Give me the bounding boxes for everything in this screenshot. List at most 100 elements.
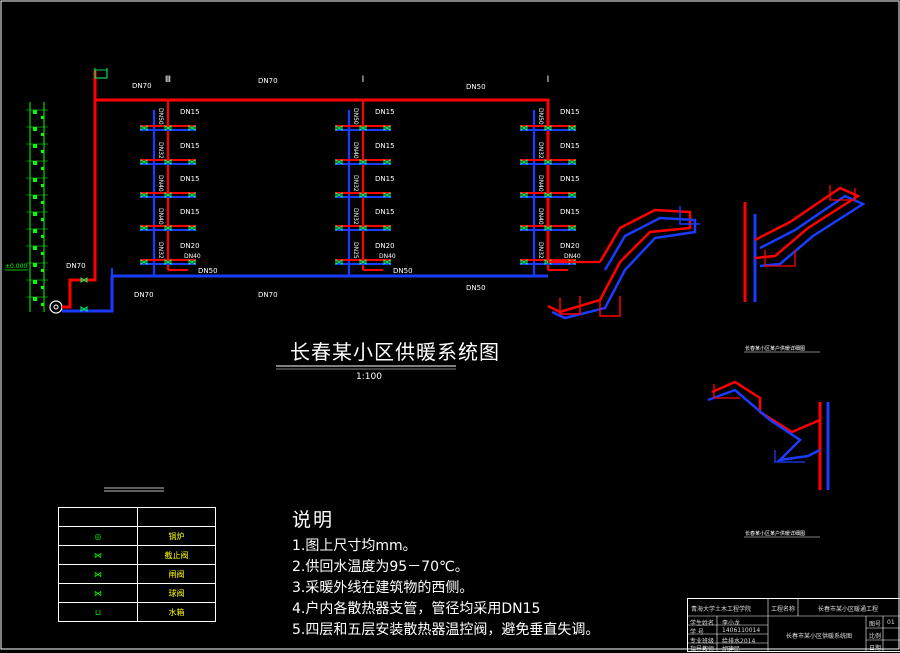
boiler-icon: ◎ bbox=[94, 531, 102, 541]
note-line: 4.户内各散热器支管，管径均采用DN15 bbox=[292, 601, 541, 617]
branch-size-label: DN15 bbox=[560, 175, 580, 183]
dimension-tick bbox=[33, 229, 37, 233]
branch-size-label: DN15 bbox=[560, 208, 580, 216]
tb-row-value: 给排水2014 bbox=[722, 638, 756, 645]
branch-valve-icon bbox=[520, 125, 528, 131]
branch-valve-icon bbox=[520, 259, 528, 265]
branch-valve-icon bbox=[520, 159, 528, 165]
riser-valve-icon bbox=[359, 125, 367, 131]
legend-label: 锅炉 bbox=[137, 526, 216, 546]
note-line: 2.供回水温度为95－70℃。 bbox=[292, 559, 469, 575]
legend-header-symbol bbox=[58, 507, 138, 527]
dimension-tick bbox=[41, 133, 44, 136]
return-pipe-label: DN50 bbox=[198, 267, 218, 275]
riser-size-label: DN32 bbox=[537, 242, 544, 259]
iso-radiator bbox=[599, 296, 621, 317]
detail-title: 长春某小区某户供暖详细图 bbox=[745, 345, 805, 352]
branch-valve-icon bbox=[568, 159, 576, 165]
return-pipe-label: DN50 bbox=[393, 267, 413, 275]
dimension-tick bbox=[41, 167, 44, 170]
return-pipe-label: DN70 bbox=[258, 291, 278, 299]
dimension-tick bbox=[41, 116, 44, 119]
riser-size-label: DN50 bbox=[352, 108, 359, 125]
riser-size-label: DN50 bbox=[157, 108, 164, 125]
gate-valve-icon: ⋈ bbox=[94, 569, 102, 579]
branch-valve-icon bbox=[383, 125, 391, 131]
legend-row: ◎ 锅炉 bbox=[58, 526, 216, 546]
dimension-tick bbox=[41, 269, 44, 272]
dimension-tick bbox=[33, 178, 37, 182]
riser-number-label: Ⅰ bbox=[547, 75, 550, 85]
branch-size-label: DN15 bbox=[180, 142, 200, 150]
notes-section: 说明 1.图上尺寸均mm。 2.供回水温度为95－70℃。 3.采暖外线在建筑物… bbox=[292, 505, 599, 641]
tb-row-label: 学生姓名 bbox=[690, 620, 715, 627]
detail3-return bbox=[707, 388, 821, 462]
tb-field-value: 01 bbox=[887, 619, 895, 626]
tb-drawing-name: 长春市某小区供暖系统图 bbox=[786, 633, 853, 640]
branch-valve-icon bbox=[188, 192, 196, 198]
iso-detail-return bbox=[551, 216, 697, 320]
dimension-tick bbox=[33, 212, 37, 216]
branch-size-label: DN20 bbox=[375, 242, 395, 250]
iso-radiator bbox=[679, 206, 700, 225]
branch-valve-icon bbox=[568, 192, 576, 198]
riser-bottom-size: DN40 bbox=[184, 253, 201, 260]
water-tank-icon bbox=[94, 68, 108, 79]
riser-size-label: DN32 bbox=[537, 142, 544, 159]
detail3-radiator bbox=[774, 450, 805, 463]
riser-size-label: DN32 bbox=[157, 242, 164, 259]
riser-valve-icon bbox=[359, 259, 367, 265]
diagram-scale: 1:100 bbox=[356, 372, 382, 382]
riser-size-label: DN40 bbox=[352, 142, 359, 159]
note-line: 1.图上尺寸均mm。 bbox=[292, 538, 417, 554]
tb-row-label: 专业班级 bbox=[690, 638, 715, 645]
tb-row-label: 学 号 bbox=[690, 629, 704, 636]
riser-size-label: DN32 bbox=[352, 208, 359, 225]
inlet-valve-icon bbox=[80, 277, 88, 283]
riser-number-label: Ⅰ bbox=[362, 75, 365, 85]
detail-title: 长春某小区某户供暖详细图 bbox=[745, 530, 805, 537]
branch-valve-icon bbox=[568, 125, 576, 131]
legend-label: 闸阀 bbox=[137, 564, 216, 584]
notes-heading: 说明 bbox=[292, 509, 335, 531]
legend-table: ◎锅炉 ⋈截止阀 ⋈闸阀 ⋈球阀 ⊔水箱 bbox=[58, 507, 216, 622]
branch-valve-icon bbox=[188, 159, 196, 165]
dimension-tick bbox=[33, 110, 37, 114]
riser-valve-icon bbox=[164, 125, 172, 131]
branch-size-label: DN15 bbox=[375, 208, 395, 216]
branch-valve-icon bbox=[383, 225, 391, 231]
stop-valve-icon: ⋈ bbox=[94, 550, 102, 560]
branch-size-label: DN15 bbox=[180, 175, 200, 183]
legend-row: ⋈球阀 bbox=[58, 583, 216, 603]
branch-valve-icon bbox=[188, 125, 196, 131]
inlet-valve-icon bbox=[80, 306, 88, 312]
dimension-tick bbox=[41, 150, 44, 153]
note-line: 5.四层和五层安装散热器温控阀，避免垂直失调。 bbox=[292, 622, 600, 638]
water-tank-icon: ⊔ bbox=[94, 607, 102, 617]
tb-field: 日期 bbox=[869, 645, 882, 652]
tb-row-value: 胡建民 bbox=[722, 646, 741, 653]
dimension-tick bbox=[41, 184, 44, 187]
title-block-grid bbox=[688, 599, 900, 651]
riser-valve-icon bbox=[164, 192, 172, 198]
branch-size-label: DN20 bbox=[180, 242, 200, 250]
branch-valve-icon bbox=[140, 159, 148, 165]
tb-project-label: 工程名称 bbox=[771, 606, 796, 613]
note-line: 3.采暖外线在建筑物的西侧。 bbox=[292, 580, 474, 596]
dimension-tick bbox=[41, 286, 44, 289]
legend-row: ⊔水箱 bbox=[58, 602, 216, 622]
detail2-supply bbox=[754, 186, 861, 260]
dimension-tick bbox=[41, 218, 44, 221]
riser-size-label: DN40 bbox=[157, 208, 164, 225]
riser-valve-icon bbox=[164, 259, 172, 265]
dimension-tick bbox=[41, 252, 44, 255]
branch-valve-icon bbox=[335, 225, 343, 231]
riser-valve-icon bbox=[164, 159, 172, 165]
dimension-tick bbox=[33, 195, 37, 199]
branch-size-label: DN15 bbox=[180, 108, 200, 116]
branch-valve-icon bbox=[520, 225, 528, 231]
tb-row-label: 指导教师 bbox=[690, 646, 715, 653]
detail2-radiator bbox=[764, 250, 796, 267]
